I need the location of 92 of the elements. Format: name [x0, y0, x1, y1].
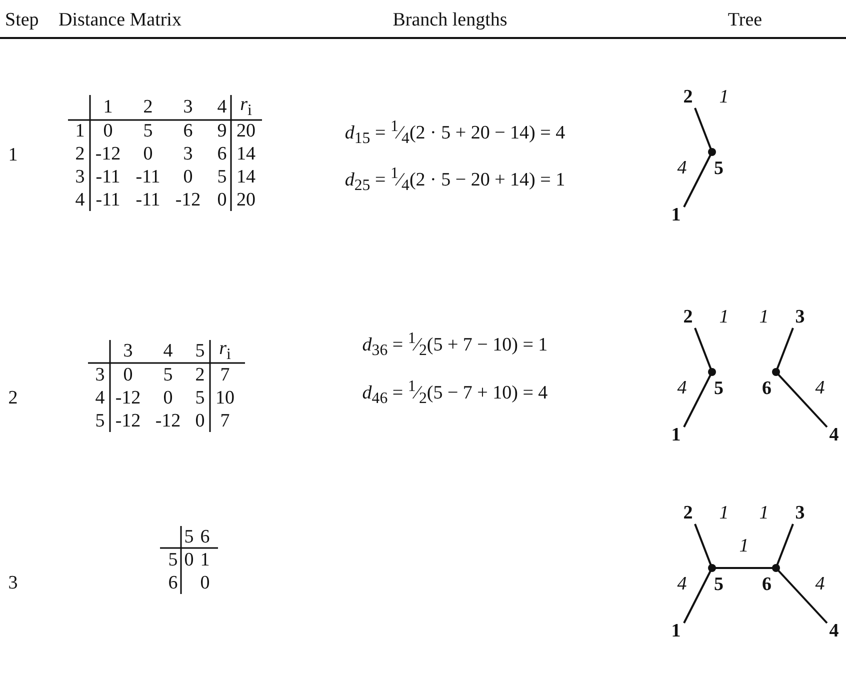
column-header: 3 [183, 98, 193, 116]
formula: d$_{15}$ = $^{1}$⁄$_{4}$(2 · 5 + 20 − 14) = 4 [344, 119, 566, 147]
matrix-cell: 0 [200, 574, 210, 592]
row-header: 4 [95, 388, 105, 408]
row-header: 3 [75, 168, 85, 186]
branch-length: 1 [719, 88, 729, 106]
node-label: 6 [762, 379, 772, 398]
matrix-cell: 10 [216, 388, 234, 408]
leaf-label: 1 [671, 426, 681, 444]
step-number: 3 [8, 574, 18, 592]
column-header: 3 [123, 342, 133, 360]
matrix-cell: 0 [184, 550, 194, 570]
row-header: 6 [168, 574, 178, 592]
matrix-cell: 0 [217, 190, 227, 210]
matrix-cell: 6 [183, 122, 193, 140]
matrix-cell: -11 [136, 190, 160, 210]
node-label: 6 [762, 575, 772, 594]
node-label: 5 [714, 379, 724, 398]
branch-length: 1 [719, 308, 729, 326]
matrix-cell: 5 [163, 366, 173, 384]
matrix-cell: 0 [195, 412, 205, 430]
step-number: 2 [8, 388, 18, 408]
branch-length: 4 [677, 378, 687, 398]
formula: d$_{46}$ = $^{1}$⁄$_{2}$(5 − 7 + 10) = 4 [362, 379, 548, 407]
branch-length: 1 [739, 536, 749, 556]
matrix-cell: 14 [236, 144, 256, 164]
leaf-label: 3 [795, 504, 805, 522]
leaf-label: 4 [829, 622, 839, 640]
matrix-cell: 5 [195, 388, 205, 408]
leaf-label: 4 [829, 426, 839, 444]
row-header: 1 [75, 122, 85, 140]
branch-length: 4 [815, 574, 825, 594]
leaf-label: 2 [683, 308, 693, 326]
matrix-cell: 0 [143, 144, 153, 164]
matrix-cell: -12 [155, 412, 181, 430]
row-header: 5 [95, 412, 105, 430]
column-header: r$_{i}$ [240, 95, 252, 119]
matrix-cell: 5 [143, 122, 153, 140]
matrix-cell: -12 [115, 412, 141, 430]
row-header: 2 [75, 144, 85, 164]
matrix-cell: -12 [115, 388, 141, 408]
matrix-cell: 2 [195, 366, 205, 384]
column-heading: Tree [728, 10, 762, 30]
column-header: 2 [143, 98, 153, 116]
matrix-cell: 14 [236, 168, 256, 186]
column-header: 4 [163, 342, 173, 360]
matrix-cell: -11 [136, 168, 160, 186]
row-header: 4 [75, 190, 85, 210]
matrix-cell: 9 [217, 122, 227, 140]
leaf-label: 2 [683, 88, 693, 106]
column-header: 5 [184, 528, 194, 546]
matrix-cell: 3 [183, 144, 193, 164]
leaf-label: 2 [683, 504, 693, 522]
branch-length: 4 [677, 574, 687, 594]
matrix-cell: -12 [95, 144, 121, 164]
node-label: 5 [714, 159, 724, 178]
matrix-cell: 0 [183, 168, 193, 186]
matrix-cell: -11 [96, 190, 120, 210]
branch-length: 1 [759, 504, 769, 522]
formula: d$_{25}$ = $^{1}$⁄$_{4}$(2 · 5 − 20 + 14) = 1 [344, 166, 566, 194]
branch-length: 4 [677, 158, 687, 178]
matrix-cell: 0 [163, 388, 173, 408]
branch-length: 4 [815, 378, 825, 398]
column-header: r$_{i}$ [219, 339, 231, 363]
matrix-cell: 7 [220, 412, 230, 430]
matrix-cell: 5 [217, 168, 227, 186]
column-heading: Step [5, 10, 39, 30]
column-header: 6 [200, 528, 210, 546]
formula: d$_{36}$ = $^{1}$⁄$_{2}$(5 + 7 − 10) = 1 [362, 331, 548, 359]
matrix-cell: 20 [236, 190, 256, 210]
node-label: 5 [714, 575, 724, 594]
column-heading: Distance Matrix [58, 10, 182, 30]
leaf-label: 1 [671, 206, 681, 224]
leaf-label: 1 [671, 622, 681, 640]
branch-length: 1 [759, 308, 769, 326]
column-header: 5 [195, 342, 205, 360]
matrix-cell: 6 [217, 144, 227, 164]
column-heading: Branch lengths [392, 10, 508, 30]
row-header: 3 [95, 366, 105, 384]
branch-length: 1 [719, 504, 729, 522]
matrix-cell: 1 [200, 550, 210, 570]
step-number: 1 [8, 146, 18, 164]
matrix-cell: 0 [123, 366, 133, 384]
matrix-cell: -11 [96, 168, 120, 186]
matrix-cell: 7 [220, 366, 230, 384]
matrix-cell: 0 [103, 122, 113, 140]
column-header: 4 [217, 98, 227, 116]
leaf-label: 3 [795, 308, 805, 326]
row-header: 5 [168, 550, 178, 570]
matrix-cell: 20 [236, 122, 256, 140]
column-header: 1 [103, 98, 113, 116]
matrix-cell: -12 [175, 190, 201, 210]
